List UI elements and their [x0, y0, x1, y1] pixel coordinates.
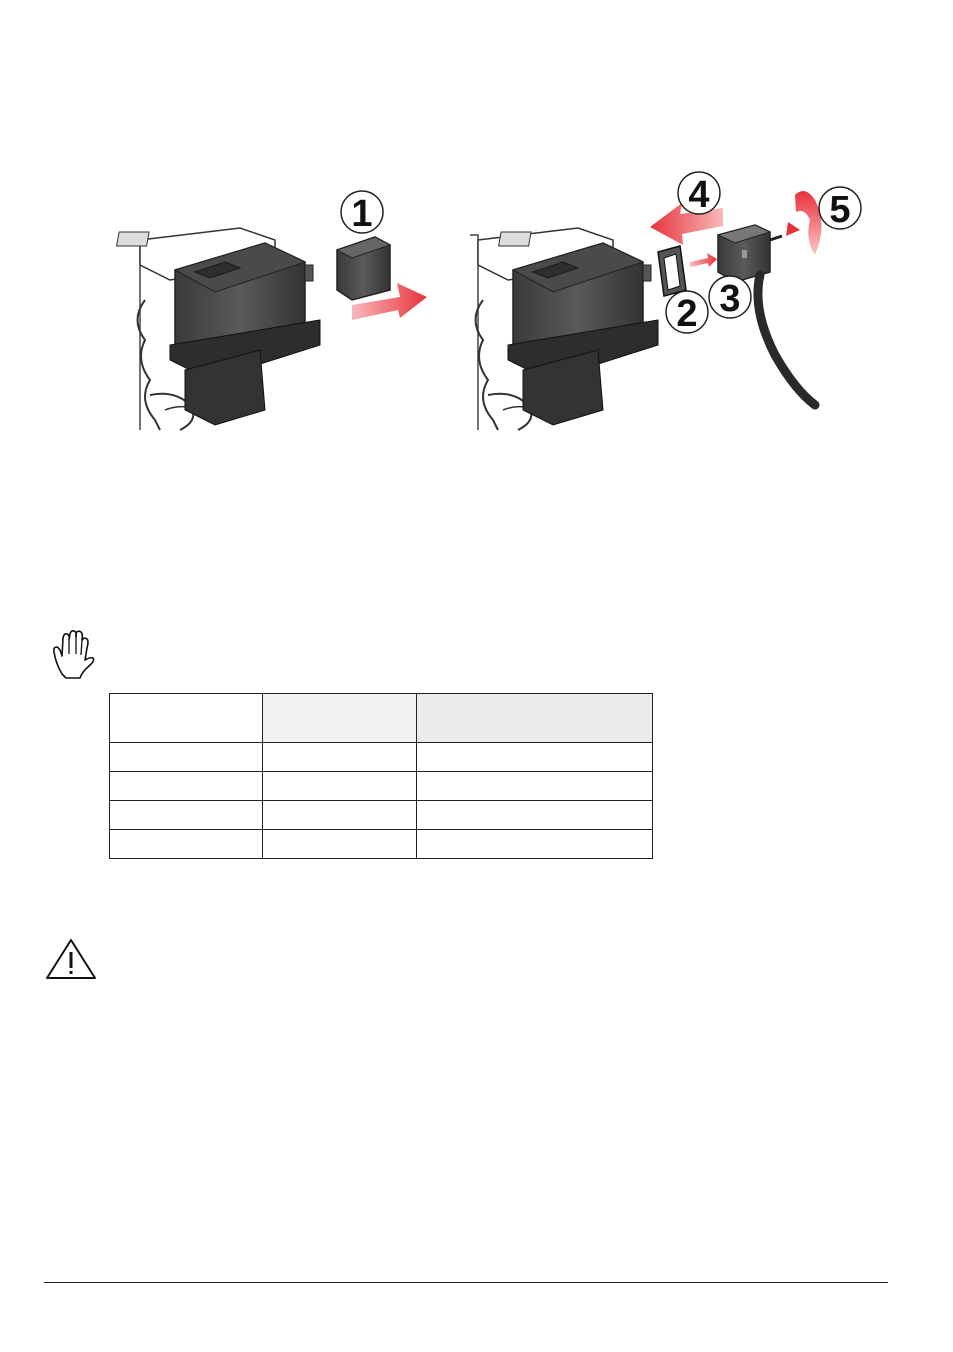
protective-cap: [335, 236, 392, 301]
table-cell: [109, 800, 263, 830]
hand-stop-icon: [53, 630, 95, 679]
step-2-label: 2: [676, 293, 698, 335]
table-header-cell: [262, 693, 417, 743]
table-row: [109, 800, 653, 830]
table-row: [109, 771, 653, 801]
table-cell: [416, 742, 653, 772]
table-cell: [416, 800, 653, 830]
table-row: [109, 742, 653, 772]
table-header-cell: [416, 693, 653, 743]
step-1-label: 1: [351, 193, 373, 235]
warning-triangle-icon: [46, 939, 96, 979]
table-header-row: [109, 693, 653, 743]
table-row: [109, 829, 653, 859]
table-cell: [262, 771, 417, 801]
arrow-right-red: [352, 283, 427, 320]
actuator-left: [116, 227, 321, 431]
table-cell: [416, 829, 653, 859]
actuator-right: [470, 227, 659, 431]
arrow-small-red: [690, 253, 717, 267]
table-cell: [262, 742, 417, 772]
step-3-label: 3: [719, 278, 741, 320]
gasket: [657, 245, 687, 297]
table-cell: [262, 800, 417, 830]
table-header-cell: [109, 693, 263, 743]
table-cell: [416, 771, 653, 801]
table-cell: [262, 829, 417, 859]
table-cell: [109, 771, 263, 801]
footer-divider: [44, 1282, 888, 1283]
rotation-arrow: [795, 191, 822, 255]
table-cell: [109, 742, 263, 772]
table-cell: [109, 829, 263, 859]
step-5-label: 5: [829, 189, 851, 231]
specification-table: [109, 693, 653, 859]
step-4-label: 4: [688, 174, 710, 216]
